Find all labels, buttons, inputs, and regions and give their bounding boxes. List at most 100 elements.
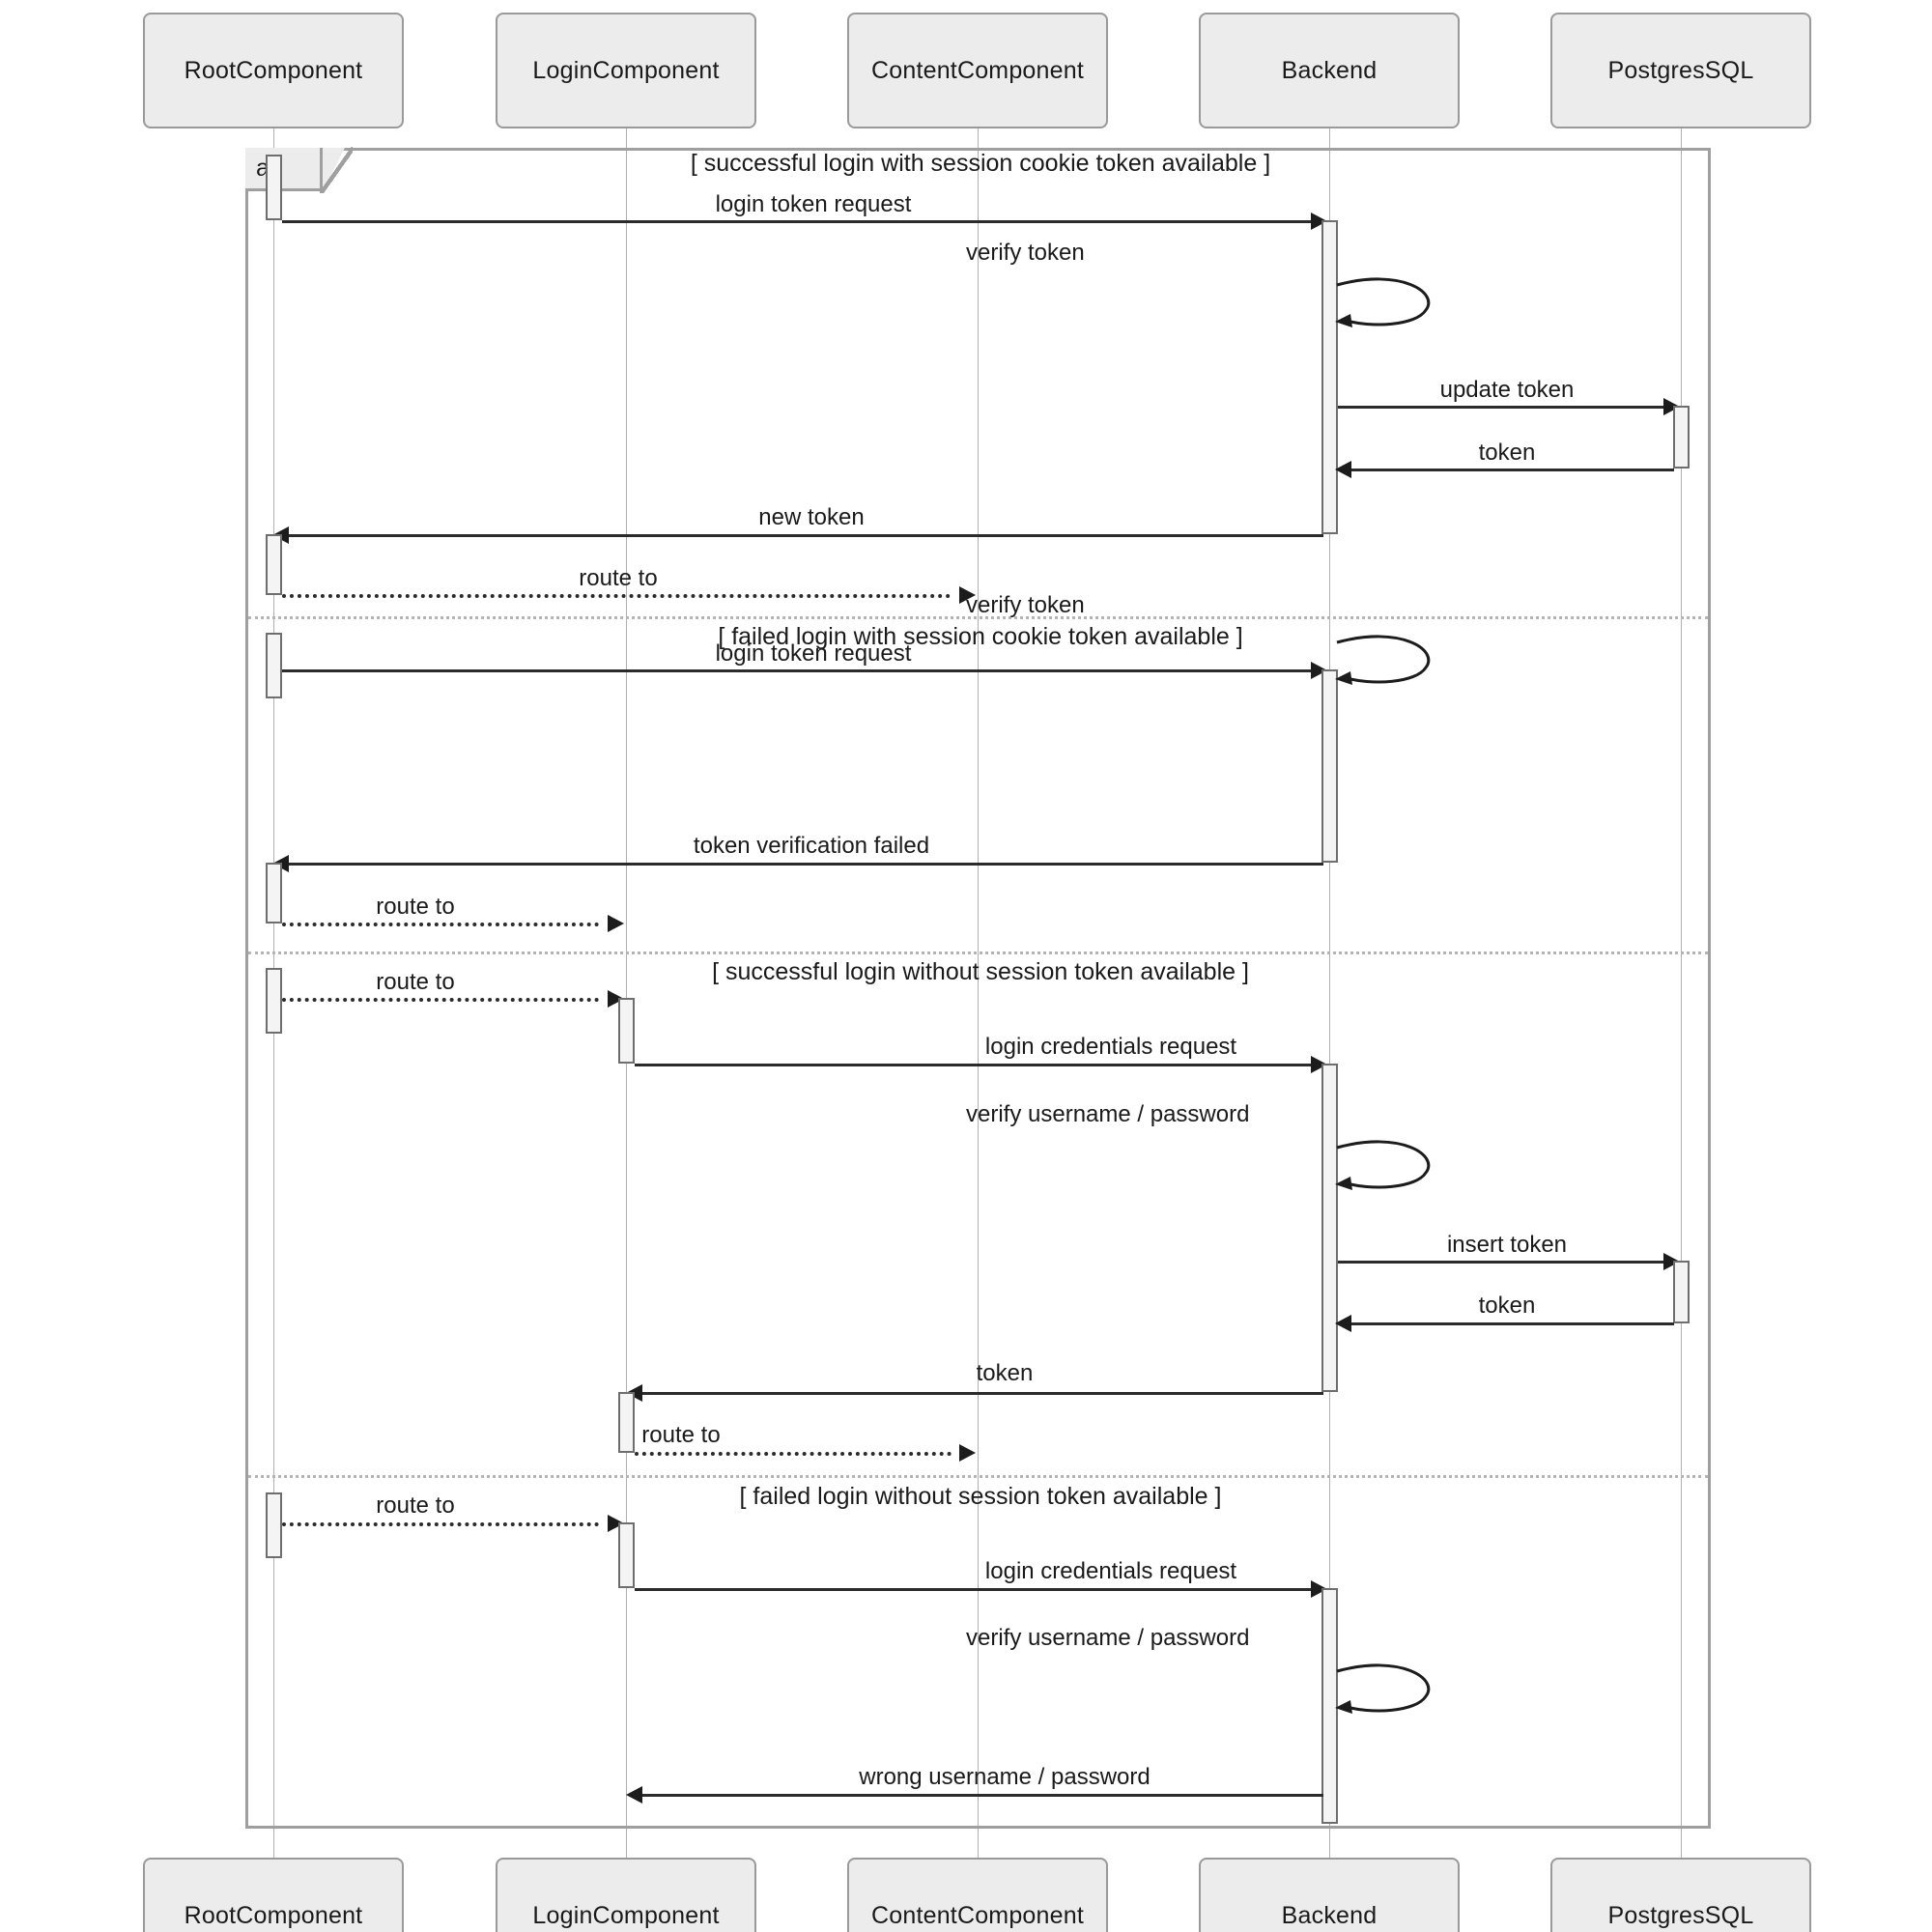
self-message-verify-token-1 bbox=[1333, 275, 1439, 343]
message-label-route-to-2: route to bbox=[376, 894, 455, 920]
message-label-login-token-request-1: login token request bbox=[715, 191, 912, 217]
activation-backend-3 bbox=[1321, 1064, 1338, 1392]
activation-backend-1 bbox=[1321, 220, 1338, 534]
participant-label: Backend bbox=[1281, 56, 1378, 84]
message-arrow-token-3 bbox=[632, 1392, 1323, 1395]
message-label-login-credentials-request-1: login credentials request bbox=[984, 1034, 1237, 1060]
activation-logincomponent-3 bbox=[618, 1522, 635, 1588]
message-arrow-login-token-request-1 bbox=[282, 220, 1323, 223]
message-arrow-login-credentials-request-2 bbox=[635, 1588, 1323, 1591]
participant-label: ContentComponent bbox=[870, 1901, 1084, 1929]
message-arrow-route-to-5 bbox=[282, 1522, 599, 1526]
message-arrow-route-to-1 bbox=[282, 594, 951, 598]
message-arrow-login-credentials-request-1 bbox=[635, 1064, 1323, 1066]
activation-postgressql-1 bbox=[1673, 406, 1690, 469]
participant-box-postgressql-bottom[interactable]: PostgresSQL bbox=[1550, 1858, 1811, 1932]
participant-label: PostgresSQL bbox=[1607, 1901, 1754, 1929]
activation-backend-2 bbox=[1321, 669, 1338, 863]
message-label-verify-username-password-1: verify username / password bbox=[966, 1101, 1250, 1127]
message-arrow-update-token bbox=[1338, 406, 1676, 409]
lifeline-contentcomponent bbox=[978, 128, 979, 1858]
participant-label: LoginComponent bbox=[532, 56, 720, 84]
arrow-head-icon bbox=[626, 1786, 642, 1804]
message-label-insert-token: insert token bbox=[1446, 1232, 1568, 1258]
guard-condition-3: [ successful login without session token… bbox=[425, 958, 1536, 986]
message-label-token-3: token bbox=[976, 1360, 1034, 1386]
message-label-route-to-3: route to bbox=[376, 969, 455, 995]
message-label-route-to-1: route to bbox=[579, 565, 658, 591]
arrow-head-icon bbox=[608, 915, 624, 932]
alt-operator-tab: alt bbox=[245, 148, 323, 191]
self-message-verify-username-password-2 bbox=[1333, 1662, 1439, 1729]
activation-backend-4 bbox=[1321, 1588, 1338, 1824]
fragment-divider-3 bbox=[248, 1475, 1708, 1478]
arrow-head-icon bbox=[1335, 461, 1351, 478]
participant-box-contentcomponent-top[interactable]: ContentComponent bbox=[847, 13, 1108, 128]
lifeline-logincomponent bbox=[626, 128, 627, 1858]
guard-condition-4: [ failed login without session token ava… bbox=[425, 1483, 1536, 1511]
message-label-login-credentials-request-2: login credentials request bbox=[984, 1558, 1237, 1584]
activation-rootcomponent-3 bbox=[266, 633, 282, 698]
message-label-new-token: new token bbox=[758, 504, 865, 530]
arrow-head-icon bbox=[1335, 1315, 1351, 1332]
message-arrow-wrong-username-password bbox=[632, 1794, 1323, 1797]
message-arrow-route-to-3 bbox=[282, 998, 599, 1002]
fragment-divider-2 bbox=[248, 952, 1708, 954]
lifeline-postgressql bbox=[1681, 128, 1682, 1858]
message-arrow-route-to-2 bbox=[282, 923, 599, 926]
participant-label: ContentComponent bbox=[870, 56, 1084, 84]
message-label-verify-username-password-2: verify username / password bbox=[966, 1625, 1250, 1651]
alt-tab-corner-stroke bbox=[320, 147, 353, 193]
message-arrow-token-verification-failed bbox=[278, 863, 1323, 866]
message-label-verify-token-1: verify token bbox=[966, 240, 1085, 266]
message-label-token-verification-failed: token verification failed bbox=[693, 833, 930, 859]
participant-label: PostgresSQL bbox=[1607, 56, 1754, 84]
activation-rootcomponent-4 bbox=[266, 863, 282, 923]
participant-label: LoginComponent bbox=[532, 1901, 720, 1929]
self-message-verify-username-password-1 bbox=[1333, 1138, 1439, 1206]
alt-fragment-frame bbox=[245, 148, 1711, 1829]
participant-label: Backend bbox=[1281, 1901, 1378, 1929]
participant-box-backend-top[interactable]: Backend bbox=[1199, 13, 1460, 128]
message-arrow-route-to-4 bbox=[635, 1452, 952, 1456]
arrow-head-icon bbox=[959, 1444, 976, 1462]
message-arrow-login-token-request-2 bbox=[282, 669, 1323, 672]
message-label-route-to-5: route to bbox=[376, 1492, 455, 1519]
lifeline-backend bbox=[1329, 128, 1330, 1858]
participant-box-postgressql-top[interactable]: PostgresSQL bbox=[1550, 13, 1811, 128]
message-arrow-token-1 bbox=[1341, 469, 1674, 471]
message-label-verify-token-2: verify token bbox=[966, 592, 1085, 618]
activation-rootcomponent-1 bbox=[266, 155, 282, 220]
participant-label: RootComponent bbox=[184, 1901, 363, 1929]
self-message-verify-token-2 bbox=[1333, 633, 1439, 700]
participant-box-logincomponent-bottom[interactable]: LoginComponent bbox=[496, 1858, 756, 1932]
message-arrow-token-2 bbox=[1341, 1322, 1674, 1325]
message-label-login-token-request-2: login token request bbox=[715, 640, 912, 667]
activation-postgressql-2 bbox=[1673, 1261, 1690, 1323]
guard-text: [ failed login with session cookie token… bbox=[718, 623, 1243, 650]
message-label-wrong-username-password: wrong username / password bbox=[859, 1764, 1151, 1790]
message-label-token-2: token bbox=[1478, 1293, 1536, 1319]
guard-text: [ failed login without session token ava… bbox=[739, 1483, 1222, 1510]
participant-box-backend-bottom[interactable]: Backend bbox=[1199, 1858, 1460, 1932]
participant-box-rootcomponent-top[interactable]: RootComponent bbox=[143, 13, 404, 128]
activation-logincomponent-1 bbox=[618, 998, 635, 1064]
fragment-divider-1 bbox=[248, 616, 1708, 619]
message-arrow-new-token bbox=[278, 534, 1323, 537]
participant-box-logincomponent-top[interactable]: LoginComponent bbox=[496, 13, 756, 128]
participant-box-rootcomponent-bottom[interactable]: RootComponent bbox=[143, 1858, 404, 1932]
message-label-route-to-4: route to bbox=[641, 1422, 721, 1448]
participant-box-contentcomponent-bottom[interactable]: ContentComponent bbox=[847, 1858, 1108, 1932]
guard-text: [ successful login without session token… bbox=[712, 958, 1249, 985]
activation-rootcomponent-5 bbox=[266, 968, 282, 1034]
guard-condition-1: [ successful login with session cookie t… bbox=[425, 150, 1536, 178]
guard-text: [ successful login with session cookie t… bbox=[690, 150, 1271, 177]
activation-rootcomponent-6 bbox=[266, 1492, 282, 1558]
arrow-head-icon bbox=[959, 586, 976, 604]
message-label-token-1: token bbox=[1478, 440, 1536, 466]
activation-rootcomponent-2 bbox=[266, 534, 282, 595]
message-label-update-token: update token bbox=[1439, 377, 1575, 403]
guard-condition-2: [ failed login with session cookie token… bbox=[425, 623, 1536, 651]
message-arrow-insert-token bbox=[1338, 1261, 1676, 1264]
